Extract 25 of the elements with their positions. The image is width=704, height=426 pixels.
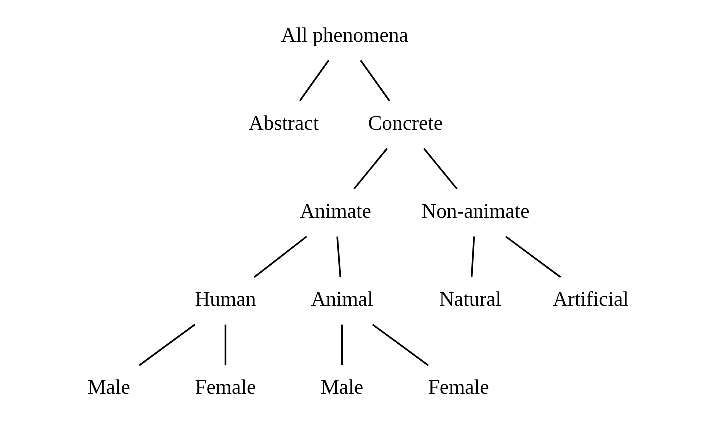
node-text: Human xyxy=(195,288,256,311)
connector xyxy=(139,324,196,366)
node-text: Animal xyxy=(311,288,374,311)
connector xyxy=(360,60,390,102)
connector xyxy=(299,60,330,102)
node-text: Abstract xyxy=(248,112,320,135)
node-text: Natural xyxy=(439,288,502,311)
connector xyxy=(505,236,562,278)
node-text: Artificial xyxy=(552,288,629,311)
node-text: All phenomena xyxy=(281,24,408,47)
node-text: Male xyxy=(320,377,364,400)
node-text: Male xyxy=(88,377,130,400)
connector xyxy=(471,236,476,278)
node-text: Female xyxy=(195,377,256,400)
node-text: Animate xyxy=(300,200,372,223)
connector xyxy=(341,324,344,366)
connector xyxy=(224,324,227,366)
connector xyxy=(336,236,342,278)
node-text: Concrete xyxy=(368,112,444,135)
connector xyxy=(254,236,308,278)
connector xyxy=(354,148,388,190)
node-text: Non-animate xyxy=(422,200,530,223)
connector xyxy=(372,324,429,366)
connector xyxy=(423,148,458,190)
node-text: Female xyxy=(428,377,490,400)
